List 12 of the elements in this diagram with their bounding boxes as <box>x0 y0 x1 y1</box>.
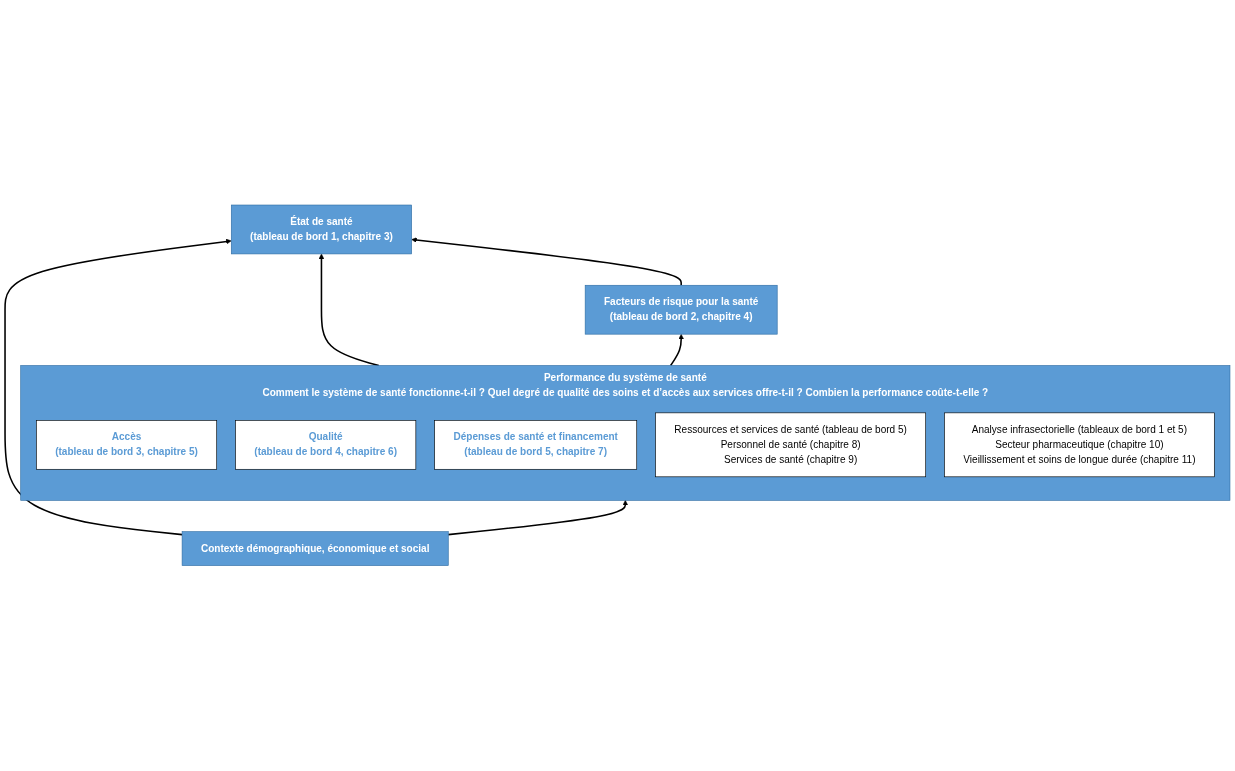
node-box: Qualité (tableau de bord 4, chapitre 6) <box>235 420 417 470</box>
arrow <box>447 500 629 536</box>
node-box: Facteurs de risque pour la santé (tableau de bord 2, chapitre 4) <box>584 285 778 335</box>
arrow <box>411 237 682 287</box>
arrow <box>669 334 684 367</box>
node-box: Contexte démographique, économique et social <box>181 531 449 567</box>
node-box: Dépenses de santé et financement (tableau de bord 5, chapitre 7) <box>434 420 638 470</box>
node-box: Analyse infrasectorielle (tableaux de bord 1 et 5) Secteur pharmaceutique (chapitre 10) Vieillissement et soins de longue durée (chapitre 11) <box>944 412 1215 478</box>
arrow <box>4 239 232 536</box>
node-box: État de santé (tableau de bord 1, chapitre 3) <box>230 204 412 255</box>
node-box: Ressources et services de santé (tableau de bord 5) Personnel de santé (chapitre 8) Services de santé (chapitre 9) <box>655 412 926 478</box>
node-box: Accès (tableau de bord 3, chapitre 5) <box>36 420 218 470</box>
